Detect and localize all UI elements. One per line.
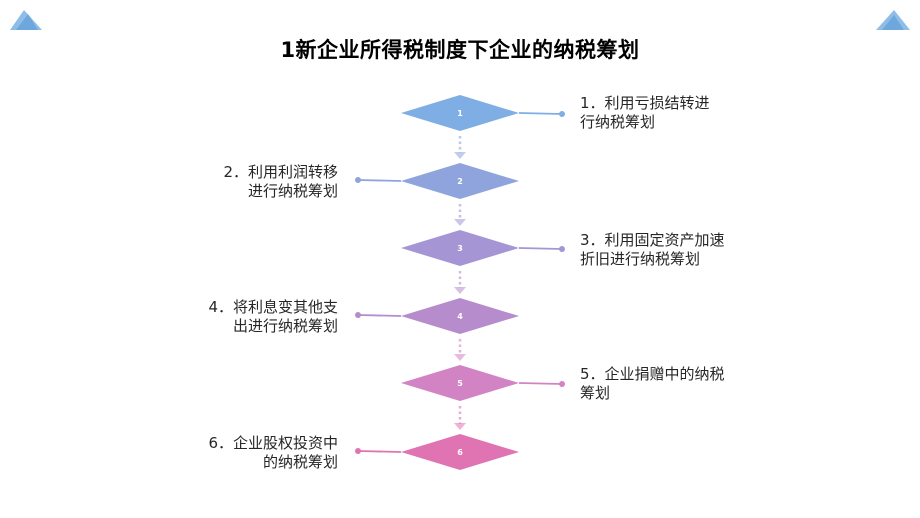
- leader-line-5: [518, 382, 563, 385]
- diamond-step-3: [401, 230, 519, 266]
- leader-line-3: [518, 247, 563, 250]
- leader-dot-4: [355, 312, 361, 318]
- leader-dot-5: [559, 381, 565, 387]
- leader-line-4: [357, 314, 402, 317]
- step-label-3: 3．利用固定资产加速折旧进行纳税筹划: [580, 231, 725, 268]
- step-label-2: 2．利用利润转移进行纳税筹划: [223, 163, 338, 200]
- step-label-4: 4．将利息变其他支出进行纳税筹划: [208, 298, 338, 335]
- leader-dot-2: [355, 177, 361, 183]
- step-number-4: 4: [457, 312, 463, 321]
- leader-line-2: [357, 179, 402, 182]
- step-label-5: 5．企业捐赠中的纳税筹划: [580, 365, 725, 402]
- arrow-down-icon: [454, 423, 466, 430]
- arrow-down-icon: [454, 152, 466, 159]
- corner-triangle-right-icon: [876, 10, 910, 30]
- leader-dot-3: [559, 246, 565, 252]
- step-number-2: 2: [457, 177, 463, 186]
- step-number-5: 5: [457, 379, 463, 388]
- step-number-1: 1: [457, 109, 463, 118]
- arrow-down-icon: [454, 354, 466, 361]
- page-title: 1新企业所得税制度下企业的纳税筹划: [280, 38, 640, 62]
- step-number-6: 6: [457, 448, 463, 457]
- diamond-step-2: [401, 163, 519, 199]
- arrow-down-icon: [454, 219, 466, 226]
- leader-line-6: [357, 450, 402, 453]
- corner-triangle-left-icon: [10, 10, 42, 30]
- leader-dot-1: [559, 111, 565, 117]
- step-label-6: 6．企业股权投资中的纳税筹划: [208, 434, 338, 471]
- diamond-step-5: [401, 365, 519, 401]
- diamond-step-1: [401, 95, 519, 131]
- step-number-3: 3: [457, 244, 463, 253]
- diamond-step-6: [401, 434, 519, 470]
- leader-dot-6: [355, 448, 361, 454]
- step-label-1: 1．利用亏损结转进行纳税筹划: [580, 94, 710, 131]
- arrow-down-icon: [454, 287, 466, 294]
- diamond-step-4: [401, 298, 519, 334]
- leader-line-1: [518, 112, 563, 115]
